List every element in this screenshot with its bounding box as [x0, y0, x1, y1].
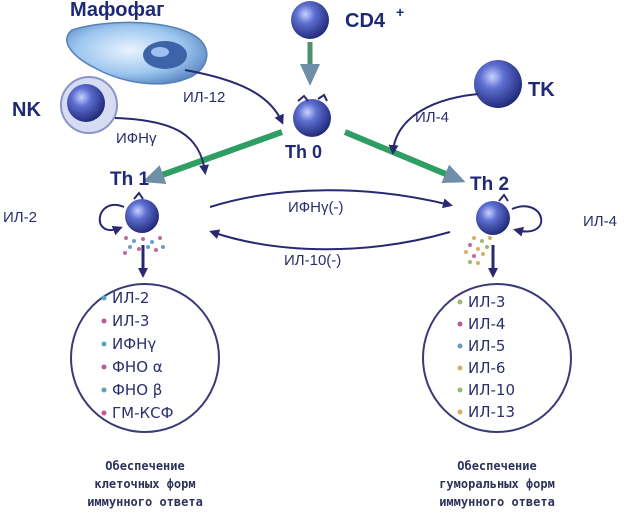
th0-label: Th 0 — [285, 142, 322, 162]
th2-label: Th 2 — [470, 174, 509, 195]
th2-il4-loop — [511, 205, 543, 237]
th2-cell — [476, 201, 510, 235]
th1-il2-label: ИЛ-2 — [3, 209, 37, 226]
nk-cell — [60, 76, 118, 134]
cd4-label: CD4 — [345, 10, 386, 32]
cytokine-bullet — [101, 341, 107, 347]
cytokine-bullet — [457, 387, 463, 393]
cytokine-item: ИФНγ — [112, 335, 156, 353]
il12-label: ИЛ-12 — [183, 89, 225, 106]
cytokine-item: ИЛ-5 — [468, 337, 505, 355]
tk-cell — [474, 60, 522, 108]
th1-label: Th 1 — [110, 169, 149, 190]
cytokine-bullet — [101, 318, 107, 324]
th2-caption-line: Обеспечение — [457, 459, 536, 473]
cytokine-bullet — [101, 295, 107, 301]
nk-label: NK — [12, 99, 41, 121]
il4-tk-arrow — [388, 93, 479, 155]
macrophage-label: Мафофаг — [70, 0, 164, 21]
th1-cytokine-circle — [70, 283, 220, 433]
th1-secretion-dots — [123, 236, 165, 255]
cytokine-bullet — [457, 343, 463, 349]
cd4-superscript: + — [396, 4, 404, 20]
ifng-nk-arrow — [114, 117, 210, 175]
cytokine-item: ФНО α — [112, 358, 163, 376]
cytokine-bullet — [457, 321, 463, 327]
th0-cell — [293, 99, 331, 137]
th2-caption-line: иммунного ответа — [439, 495, 555, 509]
ifng-nk-label: ИФНγ — [116, 130, 157, 147]
cytokine-item: ГМ-КСФ — [112, 404, 174, 422]
th2-caption: Обеспечение гуморальных форм иммунного о… — [439, 459, 555, 509]
th2-secretion-dots — [464, 236, 492, 265]
th1-cell — [125, 199, 159, 233]
cytokine-bullet — [457, 365, 463, 371]
ifng-cross-label: ИФНγ(-) — [288, 199, 344, 216]
cytokine-item: ИЛ-3 — [468, 293, 505, 311]
cytokine-item: ИЛ-10 — [468, 381, 515, 399]
cytokine-item: ИЛ-2 — [112, 289, 149, 307]
cytokine-bullet — [101, 364, 107, 370]
th2-caption-line: гуморальных форм — [439, 477, 555, 491]
th2-receptor — [498, 193, 509, 202]
th2-cytokine-circle — [422, 283, 572, 433]
th1-caption-line: иммунного ответа — [87, 495, 203, 509]
cytokine-bullet — [101, 410, 107, 416]
il12-arrow — [184, 69, 284, 125]
th0-receptor — [297, 93, 328, 102]
ifng-cross-arrow — [209, 189, 453, 209]
il4-tk-label: ИЛ-4 — [415, 109, 449, 126]
cd4-cell — [291, 1, 329, 39]
cytokine-bullet — [101, 387, 107, 393]
th1-caption: Обеспечение клеточных форм иммунного отв… — [87, 459, 203, 509]
th1-receptor — [133, 191, 144, 200]
cytokine-item: ИЛ-13 — [468, 403, 515, 421]
th1-caption-line: Обеспечение — [105, 459, 184, 473]
cytokine-item: ИЛ-4 — [468, 315, 505, 333]
th2-il4-label: ИЛ-4 — [583, 213, 617, 230]
cytokine-item: ФНО β — [112, 381, 162, 399]
th0-to-th1-arrow — [142, 129, 284, 185]
th0-to-th2-arrow — [343, 129, 466, 184]
il10-cross-arrow — [209, 229, 451, 251]
cytokine-item: ИЛ-6 — [468, 359, 505, 377]
cytokine-bullet — [457, 299, 463, 305]
th1-caption-line: клеточных форм — [94, 477, 195, 491]
il10-cross-label: ИЛ-10(-) — [284, 252, 341, 269]
tk-label: TK — [528, 79, 555, 101]
th1-il2-loop — [98, 204, 125, 236]
cytokine-bullet — [457, 409, 463, 415]
cytokine-item: ИЛ-3 — [112, 312, 149, 330]
macrophage-cell — [66, 21, 208, 85]
